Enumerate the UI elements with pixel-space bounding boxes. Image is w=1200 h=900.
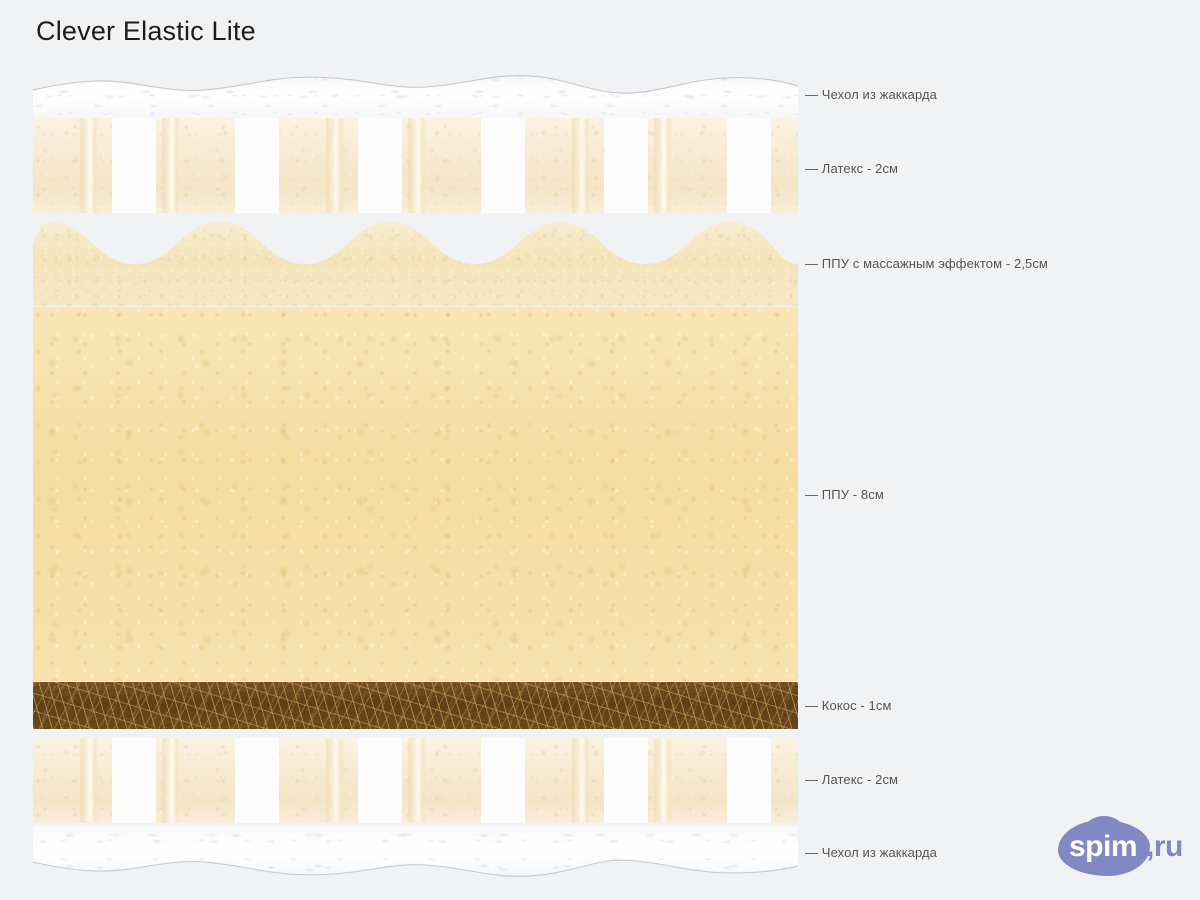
logo-cloud-bump	[1084, 816, 1124, 846]
layer-cover-top	[33, 72, 798, 118]
label-coir-text: — Кокос - 1см	[805, 698, 892, 713]
label-ppu-massage-text: — ППУ с массажным эффектом - 2,5см	[805, 256, 1048, 271]
label-coir: — Кокос - 1см	[805, 698, 892, 713]
spim-ru-logo[interactable]: spim ,ru	[1058, 816, 1190, 880]
page-title: Clever Elastic Lite	[36, 16, 256, 46]
label-latex-top-text: — Латекс - 2см	[805, 161, 899, 176]
latex-top-block-gaps	[33, 118, 798, 213]
label-ppu-massage: — ППУ с массажным эффектом - 2,5см	[805, 256, 1048, 271]
label-cover-top-text: — Чехол из жаккарда	[805, 87, 938, 102]
label-ppu-core-text: — ППУ - 8см	[805, 487, 884, 502]
cover-top-scallop-mask	[33, 72, 798, 94]
layer-coir	[33, 682, 798, 729]
layer-latex-bottom	[33, 738, 798, 823]
layer-ppu-core	[33, 307, 798, 681]
label-latex-bottom: — Латекс - 2см	[805, 772, 898, 787]
cover-bottom-scallop-mask	[33, 859, 798, 881]
label-latex-top: — Латекс - 2см	[805, 161, 898, 176]
layer-latex-top	[33, 118, 798, 213]
ppu-massage-wave-mask	[33, 216, 798, 264]
label-ppu-core: — ППУ - 8см	[805, 487, 884, 502]
layer-cover-bottom	[33, 826, 798, 881]
label-cover-bottom: — Чехол из жаккарда	[805, 845, 937, 860]
logo-word-spim: spim	[1069, 830, 1138, 863]
label-latex-bottom-text: — Латекс - 2см	[805, 772, 899, 787]
latex-bottom-block-gaps	[33, 738, 798, 823]
layer-ppu-massage	[33, 216, 798, 306]
label-cover-bottom-text: — Чехол из жаккарда	[805, 845, 938, 860]
label-cover-top: — Чехол из жаккарда	[805, 87, 937, 102]
logo-word-ru: ,ru	[1146, 830, 1183, 863]
